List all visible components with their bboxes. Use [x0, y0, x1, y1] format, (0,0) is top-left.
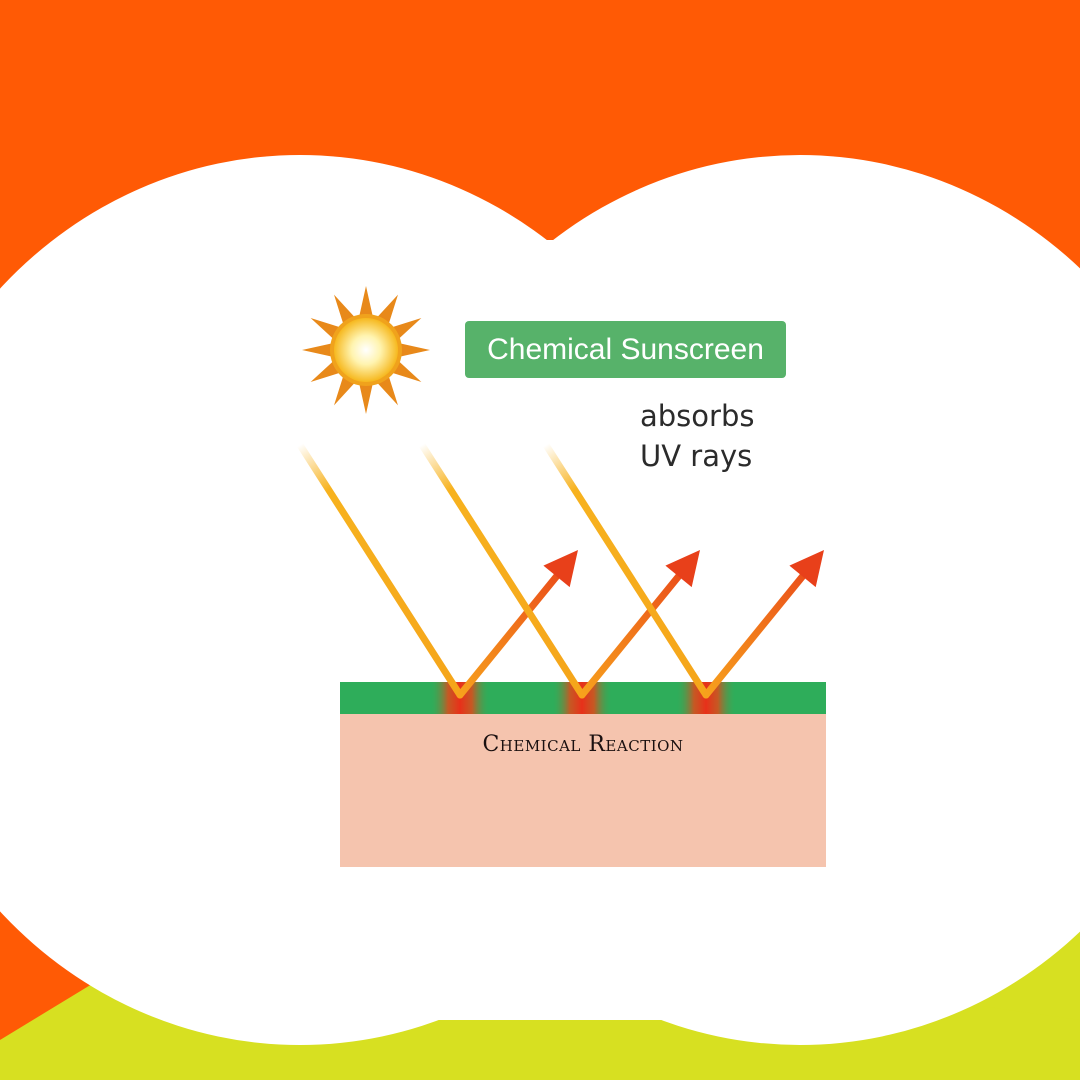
reaction-hotspots [430, 682, 736, 714]
emitted-ray-shaft [578, 572, 683, 699]
incoming-uv-ray [296, 441, 464, 699]
arrow-up-right-icon [543, 550, 578, 588]
note-line-2: UV rays [640, 439, 753, 473]
emitted-ray-shaft [456, 572, 561, 699]
sunscreen-label: Chemical Sunscreen [465, 321, 786, 378]
arrow-up-right-icon [665, 550, 700, 588]
skin-layer [340, 713, 826, 867]
arrow-up-right-icon [789, 550, 824, 588]
absorbs-note: absorbs UV rays [640, 396, 754, 476]
reaction-caption: Chemical Reaction [482, 732, 684, 757]
note-line-1: absorbs [640, 399, 755, 433]
incoming-uv-ray [542, 441, 710, 699]
emitted-ray-shaft [702, 572, 807, 699]
sun-core [334, 318, 398, 382]
uv-rays [296, 441, 824, 699]
sun-icon [302, 286, 430, 414]
sunscreen-label-text: Chemical Sunscreen [487, 332, 764, 366]
incoming-uv-ray [418, 441, 586, 699]
